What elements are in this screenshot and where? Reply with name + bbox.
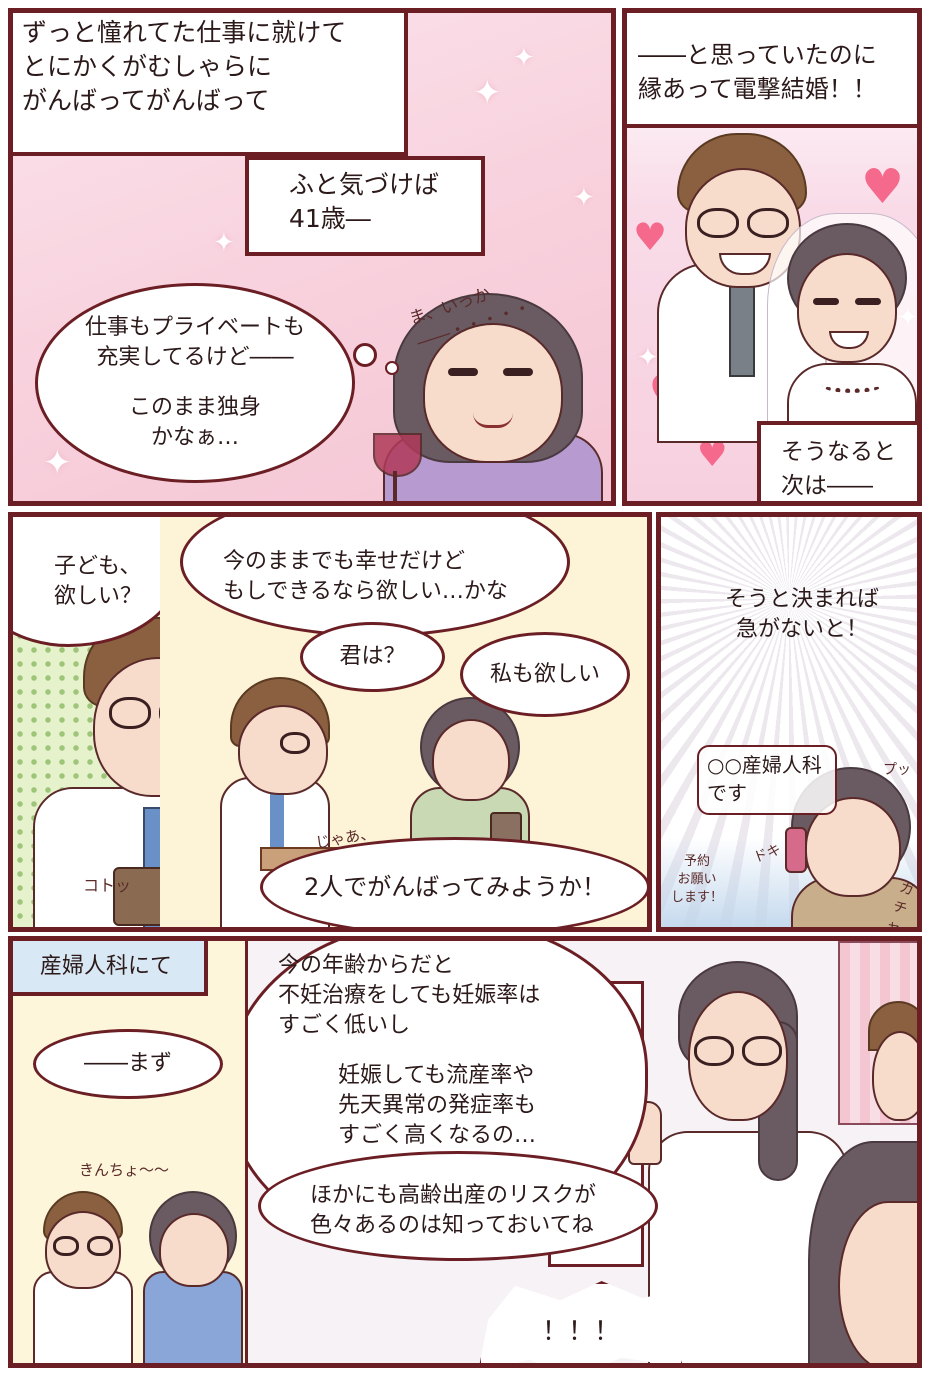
speech-happy-text: 今のままでも幸せだけど もしできるなら欲しい…かな [223,549,508,604]
caption-location-text: 産婦人科にて [39,954,172,979]
caption-marriage: ――と思っていたのに 縁あって電撃結婚！！ [627,13,917,128]
caption-marriage-text: ――と思っていたのに 縁あって電撃結婚！！ [638,41,877,103]
sparkle-icon: ✦ [513,43,535,73]
sfx-tone: プッ [883,762,911,778]
doctor-line-2: 妊娠しても流産率や 先天異常の発症率も すごく高くなるの… [338,1063,537,1148]
doctor-line-3: ほかにも高齢出産のリスクが 色々あるのは知っておいてね [310,1183,597,1238]
patient-husband-closeup [868,1001,917,1121]
doctor-illustration [628,961,848,1363]
speech-bubble-happy: 今のままでも幸せだけど もしできるなら欲しい…かな [180,517,570,637]
speech-bubble-together: 2人でがんばってみようか！ [260,837,647,927]
caption-next-text: そうなると 次は―― [781,439,896,499]
woman-with-wine-illustration [363,293,611,501]
speech-first-text: ――まず [83,1051,172,1076]
nervous-husband-illustration [33,1191,133,1363]
speech-bubble-me-too: 私も欲しい [460,632,630,717]
thought-line-2: このまま独身 かなぁ… [128,395,261,450]
speech-together-text: 2人でがんばってみようか！ [303,873,607,901]
caption-location: 産婦人科にて [13,941,208,996]
text-decide: そうと決まれば 急がないと！ [724,587,879,642]
sparkle-icon: ✦ [43,443,72,483]
heart-icon: ♥ [861,159,905,215]
caption-next: そうなると 次は―― [757,421,917,501]
thought-bubble-single: 仕事もプライベートも 充実してるけど―― このまま独身 かなぁ… [35,283,355,483]
thought-dot [353,343,377,367]
speech-bubble-first: ――まず [33,1029,223,1099]
sfx-cup: コトッ [83,876,132,895]
nervous-wife-illustration [143,1191,243,1363]
panel-4: 今のままでも幸せだけど もしできるなら欲しい…かな 君は？ 私も欲しい じゃあ、… [160,512,652,932]
panel-1: ✦ ✦ ✦ ✦ ✦ ずっと憧れてた仕事に就けて とにかくがむしゃらに がんばって… [8,8,616,506]
heart-icon: ♥ [633,215,668,259]
sfx-nervous: きんちょ〜〜 [79,1161,170,1179]
speech-bubble-you: 君は？ [300,622,445,692]
sparkle-icon: ✦ [213,228,235,258]
thought-dot [385,361,399,375]
bride-illustration [767,213,917,453]
panel-7: 今の年齢からだと 不妊治療をしても妊娠率は すごく低いし 妊娠しても流産率や 先… [248,936,922,1368]
caption-dream-job: ずっと憧れてた仕事に就けて とにかくがむしゃらに がんばってがんばって [13,13,408,156]
caption-age-text: ふと気づけば 41歳― [289,170,440,233]
sparkle-icon: ✦ [573,183,595,213]
husband-illustration [23,617,213,927]
speech-bubble-doctor-risks [258,1151,658,1261]
panel-6: 産婦人科にて ――まず きんちょ〜〜 [8,936,250,1368]
speech-want-child-text: 子ども、 欲しい？ [53,554,142,609]
panel-5: そうと決まれば 急がないと！ ○○産婦人科 です プッ ドキ 予約 お願い しま… [656,512,922,932]
reaction-text: ！！！ [541,1316,620,1347]
patient-wife-closeup [808,1141,917,1363]
speech-you-text: 君は？ [339,644,406,669]
doctor-line-1: 今の年齢からだと 不妊治療をしても妊娠率は すごく低いし [278,953,541,1038]
speech-me-too-text: 私も欲しい [489,661,600,687]
phone-speech-box: ○○産婦人科 です [697,745,837,815]
caption-age: ふと気づけば 41歳― [245,156,485,256]
sparkle-icon: ✦ [637,343,659,373]
sparkle-icon: ✦ [473,73,502,113]
thought-line-1: 仕事もプライベートも 充実してるけど―― [84,315,305,370]
caption-dream-job-text: ずっと憧れてた仕事に就けて とにかくがむしゃらに がんばってがんばって [22,18,347,115]
phone-speech-text: ○○産婦人科 です [707,753,822,805]
sfx-reserve: 予約 お願い します！ [671,854,724,905]
panel-2: ♥ ♥ ♥ ♥ ✦ ✦ ――と思っていたのに 縁あって電撃結婚！！ そうなると … [622,8,922,506]
